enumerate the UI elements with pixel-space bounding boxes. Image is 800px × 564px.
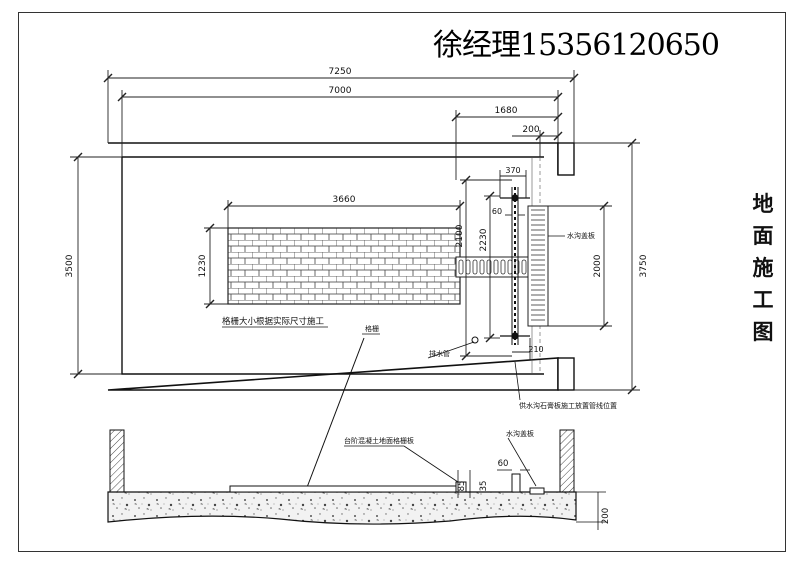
mat-size-note: 格栅大小根据实际尺寸施工 xyxy=(222,316,325,327)
dim-trench-width: 60 xyxy=(492,207,502,216)
dim-mat-width: 3660 xyxy=(333,195,356,205)
contact-header: 徐经理15356120650 xyxy=(433,28,720,63)
grate-label-section: 水沟盖板 xyxy=(506,429,534,438)
floor-grid-mat xyxy=(227,227,461,305)
title-char: 地 xyxy=(752,191,774,216)
section-step xyxy=(455,481,467,492)
dim-overall-height: 3750 xyxy=(639,254,649,277)
trench-note: 供水沟石膏板施工放置管线位置 xyxy=(519,401,617,410)
trench-crossbars xyxy=(500,194,530,340)
dim-overall-width: 7250 xyxy=(329,67,352,77)
section-grate xyxy=(529,487,545,495)
drain-point xyxy=(471,336,479,344)
drawing-frame xyxy=(18,12,786,552)
dim-bottom-offset: 210 xyxy=(528,345,543,354)
dimension-lines xyxy=(70,70,640,395)
wall-end-top xyxy=(557,142,575,176)
drawing-title: 地 面 施 工 图 xyxy=(748,188,778,348)
dim-drain-span: 2000 xyxy=(593,254,603,277)
section-view xyxy=(107,429,606,530)
wall-end-bottom xyxy=(557,357,575,391)
section-grid-note: 台阶混凝土地面格栅板 xyxy=(344,436,414,445)
vertical-grate xyxy=(527,205,549,327)
plan-view xyxy=(107,142,575,391)
dim-slab-drop-2: 35 xyxy=(479,481,489,492)
dim-mat-height: 1230 xyxy=(198,254,208,277)
section-wall-left xyxy=(109,429,125,493)
mat-leader-line xyxy=(305,337,365,491)
dim-top-offset: 370 xyxy=(505,166,520,175)
title-char: 施 xyxy=(752,255,774,280)
dim-base-thickness: 200 xyxy=(601,508,611,524)
concrete-base xyxy=(107,491,577,525)
dim-inner-width: 7000 xyxy=(329,86,352,96)
drain-pipe-label: 排水管 xyxy=(429,349,450,358)
dim-section-gap: 60 xyxy=(498,459,509,469)
dim-wall-gap: 200 xyxy=(522,125,539,135)
dim-grate-span: 2230 xyxy=(479,228,489,251)
dim-slab-drop-1: 85 xyxy=(457,481,467,492)
dimension-labels: 7250 7000 1680 200 3660 370 60 210 3500 … xyxy=(65,67,649,354)
dim-drain-zone: 1680 xyxy=(495,106,518,116)
section-drain-pipe xyxy=(511,473,521,493)
title-char: 图 xyxy=(752,319,774,344)
dim-trench-span: 2100 xyxy=(455,224,465,247)
title-char: 工 xyxy=(752,287,774,312)
section-wall-right xyxy=(559,429,575,493)
title-char: 面 xyxy=(752,223,774,248)
section-grid-slab xyxy=(229,485,457,493)
mat-label: 格栅 xyxy=(365,324,379,333)
section-labels: 60 85 35 200 台阶混凝土地面格栅板 水沟盖板 xyxy=(344,429,611,524)
vertical-grate-slots xyxy=(531,209,545,321)
plan-annotations: 格栅大小根据实际尺寸施工 格栅 排水管 供水沟石膏板施工放置管线位置 水沟盖板 xyxy=(222,231,617,410)
grate-label-plan: 水沟盖板 xyxy=(567,231,595,240)
dim-inner-height: 3500 xyxy=(65,254,75,277)
